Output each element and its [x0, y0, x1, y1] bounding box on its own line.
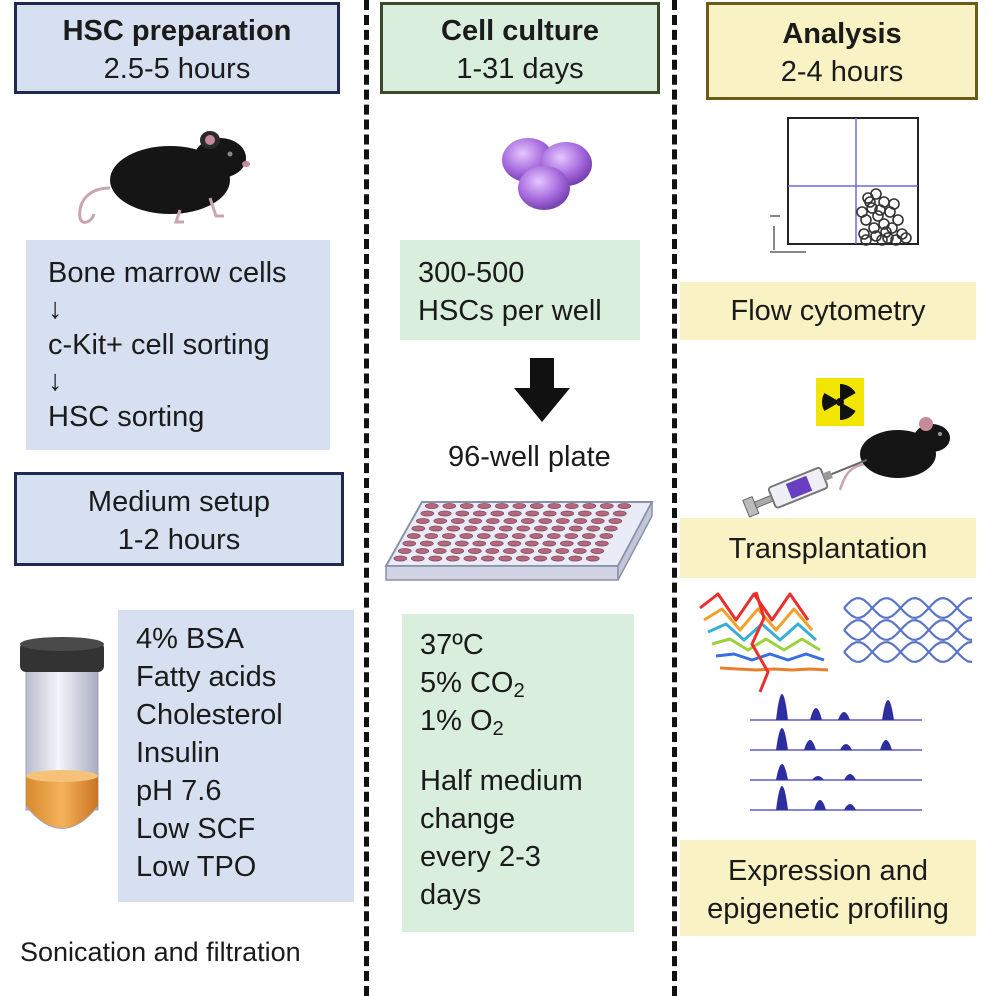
component-low-scf: Low SCF	[136, 813, 256, 845]
prep-header: HSC preparation 2.5-5 hours	[14, 2, 340, 94]
component-fatty-acids: Fatty acids	[136, 661, 277, 693]
profiling-line-1: Expression and	[728, 855, 928, 887]
down-arrow-icon	[514, 358, 570, 422]
condition-co2-label: 5% CO	[420, 667, 514, 699]
condition-o2-subscript: 2	[492, 718, 504, 741]
seeding-box: 300-500 HSCs per well	[400, 240, 640, 340]
plate-label: 96-well plate	[448, 441, 611, 473]
culture-title: Cell culture	[441, 15, 599, 47]
prep-title: HSC preparation	[62, 15, 292, 47]
step-bone-marrow: Bone marrow cells	[48, 257, 287, 289]
analysis-duration: 2-4 hours	[780, 56, 904, 88]
culture-duration: 1-31 days	[456, 53, 584, 85]
analysis-title: Analysis	[782, 18, 902, 50]
culture-header: Cell culture 1-31 days	[380, 2, 660, 94]
condition-o2: 1% O2	[420, 702, 634, 740]
component-ph: pH 7.6	[136, 775, 222, 807]
medium-components-box: 4% BSA Fatty acids Cholesterol Insulin p…	[118, 610, 354, 902]
profiling-box: Expression and epigenetic profiling	[680, 840, 976, 936]
conditions-box: 37ºC 5% CO2 1% O2 Half medium change eve…	[402, 614, 634, 932]
condition-temperature: 37ºC	[420, 629, 484, 661]
step-ckit-sorting: c-Kit+ cell sorting	[48, 329, 270, 361]
radiation-icon	[816, 378, 864, 426]
well-plate-icon	[384, 501, 654, 581]
seeding-count: 300-500	[418, 257, 525, 289]
condition-o2-label: 1% O	[420, 705, 493, 737]
component-low-tpo: Low TPO	[136, 851, 257, 883]
syringe-icon	[742, 459, 868, 518]
flow-plot-icon	[770, 117, 919, 253]
medium-footer: Sonication and filtration	[20, 937, 301, 967]
flow-box: Flow cytometry	[680, 282, 976, 340]
prep-steps-box: Bone marrow cells ↓ c-Kit+ cell sorting …	[26, 240, 330, 450]
step-arrow-2: ↓	[48, 365, 63, 397]
divider-left	[364, 0, 369, 996]
transplant-box: Transplantation	[680, 518, 976, 578]
medium-change-1: Half medium	[420, 765, 583, 797]
mouse-icon	[838, 417, 950, 491]
cells-icon	[502, 138, 592, 210]
dna-strands-icon	[699, 591, 973, 693]
component-cholesterol: Cholesterol	[136, 699, 283, 731]
medium-change-4: days	[420, 879, 482, 911]
component-bsa: 4% BSA	[136, 623, 244, 655]
condition-co2: 5% CO2	[420, 664, 634, 702]
seeding-unit: HSCs per well	[418, 295, 602, 327]
medium-change-2: change	[420, 803, 516, 835]
analysis-header: Analysis 2-4 hours	[706, 2, 978, 100]
medium-change-3: every 2-3	[420, 841, 541, 873]
tube-icon	[20, 637, 104, 829]
medium-header: Medium setup 1-2 hours	[14, 472, 344, 566]
condition-co2-subscript: 2	[513, 680, 525, 703]
step-hsc-sorting: HSC sorting	[48, 401, 205, 433]
medium-title: Medium setup	[87, 486, 271, 518]
step-arrow-1: ↓	[48, 293, 63, 325]
prep-duration: 2.5-5 hours	[103, 53, 251, 85]
component-insulin: Insulin	[136, 737, 220, 769]
mouse-icon	[78, 131, 250, 224]
profiling-line-2: epigenetic profiling	[707, 893, 949, 925]
medium-duration: 1-2 hours	[117, 524, 241, 556]
divider-right	[672, 0, 677, 996]
chromatin-tracks-icon	[750, 694, 922, 811]
